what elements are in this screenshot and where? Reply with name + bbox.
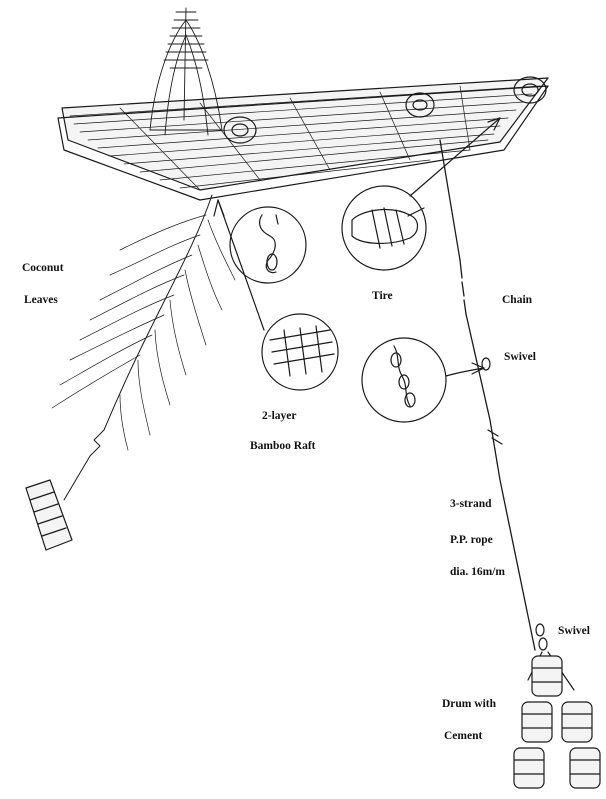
detail-circle-tire <box>342 186 426 270</box>
label-pp-rope: P.P. rope <box>450 534 493 546</box>
label-diameter: dia. 16m/m <box>450 566 505 578</box>
drum-frond <box>26 480 72 550</box>
label-2-layer: 2-layer <box>262 410 296 422</box>
detail-circle-connector <box>230 207 306 283</box>
label-cement: Cement <box>444 730 482 742</box>
label-3-strand: 3-strand <box>450 498 492 510</box>
label-swivel-top: Swivel <box>504 351 536 363</box>
drum-anchors <box>514 652 600 788</box>
label-drum-with: Drum with <box>442 698 496 710</box>
detail-circle-swivel <box>362 338 446 422</box>
coconut-frond <box>52 195 235 500</box>
label-bamboo-raft: Bamboo Raft <box>250 440 316 452</box>
label-tire: Tire <box>372 290 393 302</box>
detail-circle-bamboo <box>262 314 338 390</box>
label-chain: Chain <box>502 294 532 306</box>
swivel-top-mark <box>482 358 490 370</box>
label-leaves: Leaves <box>24 294 58 306</box>
bamboo-raft <box>58 78 548 200</box>
arrow-bamboo <box>214 200 264 330</box>
swivel-bottom-mark <box>536 624 547 650</box>
label-coconut: Coconut <box>22 262 64 274</box>
label-swivel-bottom: Swivel <box>558 625 590 637</box>
